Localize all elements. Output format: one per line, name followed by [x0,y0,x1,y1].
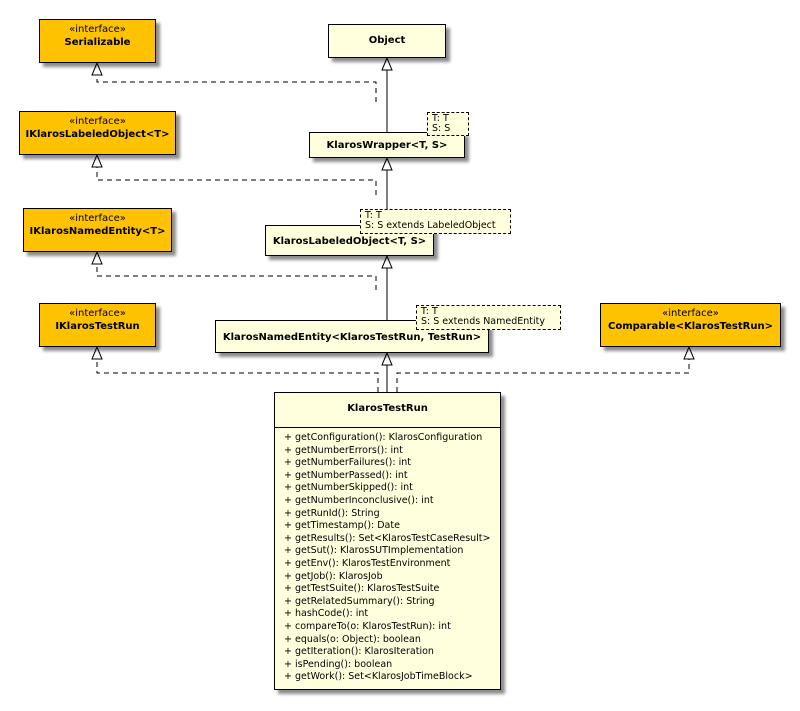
arrowhead-serializable [91,61,103,76]
arrowhead-namedentity [381,351,393,366]
stereotype-label: «interface» [69,213,126,224]
interface-iklarosnamedentity[interactable]: «interface» IKlarosNamedEntity<T> [23,208,172,252]
realization-testrun-iface [96,359,379,392]
method-item: + compareTo(o: KlarosTestRun): int [284,620,451,632]
arrowhead-comparable [683,345,695,360]
class-name: Object [368,35,406,46]
stereotype-label: «interface» [69,308,126,319]
class-klarostestrun[interactable]: KlarosTestRun + getConfiguration(): Klar… [274,392,501,690]
method-item: + equals(o: Object): boolean [284,633,421,645]
method-item: + getIteration(): KlarosIteration [284,646,434,658]
method-item: + getRunId(): String [284,507,380,519]
type-param: S: S extends NamedEntity [421,316,545,327]
method-item: + getEnv(): KlarosTestEnvironment [284,557,451,569]
arrowhead-itestrun [91,345,103,360]
arrowhead-object [381,56,393,71]
method-item: + getNumberPassed(): int [284,469,408,481]
interface-name: Comparable<KlarosTestRun> [608,321,773,332]
stereotype-label: «interface» [662,308,719,319]
realization-wrapper-labeled [96,167,377,195]
method-item: + getConfiguration(): KlarosConfiguratio… [284,432,483,443]
type-param: T: T [432,113,449,124]
method-item: + getNumberErrors(): int [284,444,403,456]
arrowhead-wrapper [381,156,393,171]
method-item: + getWork(): Set<KlarosJobTimeBlock> [284,671,473,683]
type-parameters-namedentity: T: T S: S extends NamedEntity [416,305,561,330]
class-object[interactable]: Object [328,24,446,58]
type-parameters-labeledobject: T: T S: S extends LabeledObject [360,209,511,234]
class-name: KlarosLabeledObject<T, S> [272,236,427,247]
method-item: + getRelatedSummary(): String [284,595,435,607]
realization-testrun-comparable [396,359,690,392]
method-item: + isPending(): boolean [284,658,393,670]
type-param: T: T [421,306,438,317]
class-name: KlarosTestRun [347,403,428,414]
class-compartment-divider [275,427,500,428]
interface-iklarostestrun[interactable]: «interface» IKlarosTestRun [39,303,156,347]
method-item: + hashCode(): int [284,608,369,620]
class-name: KlarosNamedEntity<KlarosTestRun, TestRun… [222,332,482,343]
interface-serializable[interactable]: «interface» Serializable [39,19,156,63]
realization-labeled-named [96,264,377,290]
type-param: S: S [432,123,451,134]
method-item: + getTestSuite(): KlarosTestSuite [284,583,440,595]
method-item: + getTimestamp(): Date [284,520,400,532]
class-klaroswrapper[interactable]: KlarosWrapper<T, S> [309,132,465,158]
type-param: S: S extends LabeledObject [365,220,496,231]
method-item: + getSut(): KlarosSUTImplementation [284,545,464,557]
method-item: + getJob(): KlarosJob [284,570,383,582]
stereotype-label: «interface» [69,116,126,127]
realization-wrapper-serializable [96,75,377,102]
interface-name: Serializable [64,37,131,48]
stereotype-label: «interface» [69,24,126,35]
interface-iklaroslabeledobject[interactable]: «interface» IKlarosLabeledObject<T> [19,111,176,155]
method-item: + getNumberInconclusive(): int [284,494,434,506]
arrowhead-labeledobject [381,254,393,269]
class-name: KlarosWrapper<T, S> [326,140,448,151]
interface-name: IKlarosTestRun [55,321,140,332]
method-item: + getResults(): Set<KlarosTestCaseResult… [284,532,491,544]
interface-name: IKlarosLabeledObject<T> [25,129,170,140]
type-parameters-wrapper: T: T S: S [427,112,469,136]
type-param: T: T [365,210,382,221]
interface-name: IKlarosNamedEntity<T> [29,226,166,237]
arrowhead-ilabeled [91,153,103,168]
arrowhead-inamed [91,250,103,265]
method-item: + getNumberSkipped(): int [284,482,413,494]
method-item: + getNumberFailures(): int [284,457,411,469]
interface-comparable[interactable]: «interface» Comparable<KlarosTestRun> [600,303,781,347]
method-list: + getConfiguration(): KlarosConfiguratio… [275,428,500,684]
